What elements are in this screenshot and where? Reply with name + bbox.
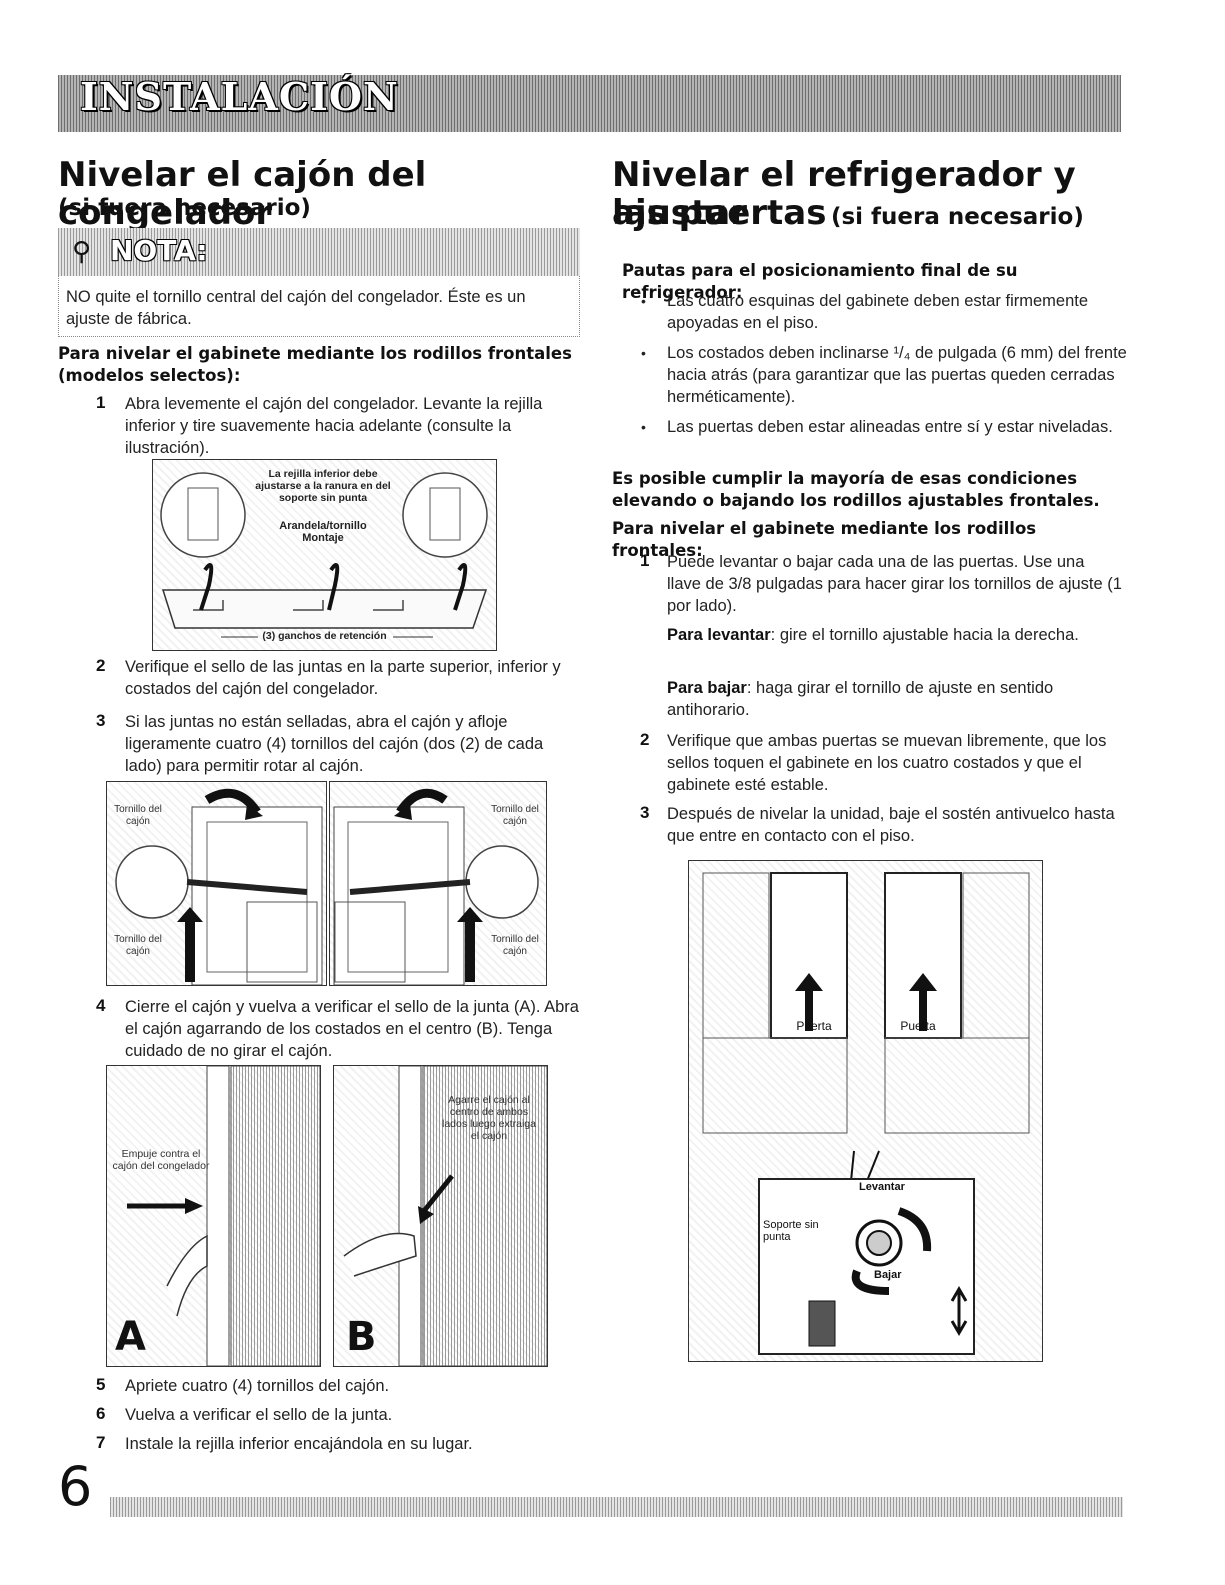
pushpin-icon: ⚲	[72, 236, 92, 266]
grab-label: Agarre el cajón al centro de ambos lados…	[442, 1094, 536, 1142]
door-leveling-drawing	[702, 872, 1030, 1355]
step-number: 3	[640, 803, 650, 822]
step-text: Después de nivelar la unidad, baje el so…	[667, 805, 1115, 845]
section-title: INSTALACIÓN	[80, 74, 399, 119]
raise-text: : gire el tornillo ajustable hacia la de…	[770, 626, 1079, 644]
step-number: 2	[640, 730, 650, 749]
step-text: Abra levemente el cajón del congelador. …	[125, 395, 543, 457]
step-number: 6	[96, 1404, 106, 1423]
right-title-line2: las puertas	[612, 193, 827, 233]
drawer-right-drawing	[333, 788, 539, 985]
right-title-line1: Nivelar el refrigerador y ajustar	[612, 155, 1076, 233]
step-text: Cierre el cajón y vuelva a verificar el …	[125, 998, 579, 1060]
guideline-bullet: Las puertas deben estar alineadas entre …	[641, 416, 1127, 438]
right-title-line2-row: las puertas (si fuera necesario)	[612, 194, 1172, 232]
note-label: NOTA:	[110, 234, 208, 267]
label-b: B	[346, 1314, 377, 1360]
step-number: 7	[96, 1433, 106, 1452]
drawer-left-drawing	[115, 788, 323, 985]
left-title: Nivelar el cajón del congelador	[58, 155, 427, 233]
drawer-screw-left-illustration: Tornillo del cajón Tornillo del cajón	[106, 781, 327, 986]
page-number: 6	[58, 1455, 93, 1518]
door-leveling-illustration: Puerta Puerta Levantar Bajar Soporte sin…	[688, 860, 1043, 1362]
push-drawing	[127, 1066, 320, 1366]
step-number: 3	[96, 711, 106, 730]
step-text: Si las juntas no están selladas, abra el…	[125, 713, 544, 775]
washer-label: Arandela/tornillo Montaje	[279, 520, 367, 544]
lower-label: Bajar	[874, 1269, 902, 1281]
grab-drawer-illustration: Agarre el cajón al centro de ambos lados…	[333, 1065, 548, 1367]
guideline-bullet: Las cuatro esquinas del gabinete deben e…	[641, 290, 1127, 334]
raise-label: Levantar	[859, 1181, 905, 1193]
lower-instruction: Para bajar: haga girar el tornillo de aj…	[667, 677, 1117, 721]
door-label: Puerta	[900, 1019, 936, 1033]
grille-illustration: La rejilla inferior debe ajustarse a la …	[152, 459, 497, 651]
drawer-screw-right-illustration: Tornillo del cajón Tornillo del cajón	[329, 781, 547, 986]
grille-label: La rejilla inferior debe ajustarse a la …	[255, 468, 391, 504]
screw-label: Tornillo del cajón	[114, 934, 162, 957]
door-label: Puerta	[796, 1019, 832, 1033]
label-a: A	[115, 1314, 146, 1360]
section-banner	[58, 75, 1121, 132]
grille-drawing	[160, 472, 488, 638]
push-label: Empuje contra el cajón del congelador	[112, 1148, 210, 1172]
push-drawer-illustration: Empuje contra el cajón del congelador A	[106, 1065, 321, 1367]
note-text: NO quite el tornillo central del cajón d…	[66, 288, 526, 328]
step-text: Verifique el sello de las juntas en la p…	[125, 658, 561, 698]
possible-heading: Es posible cumplir la mayoría de esas co…	[612, 469, 1100, 510]
step-number: 5	[96, 1375, 106, 1394]
step-text: Puede levantar o bajar cada una de las p…	[667, 553, 1122, 615]
note-box: ⚲ NOTA: NO quite el tornillo central del…	[58, 228, 580, 338]
step-number: 1	[96, 393, 106, 412]
raise-instruction: Para levantar: gire el tornillo ajustabl…	[667, 624, 1117, 646]
screw-label: Tornillo del cajón	[491, 934, 539, 957]
hooks-label: (3) ganchos de retención	[262, 630, 387, 642]
left-subtitle: (si fuera necesario)	[58, 195, 311, 221]
rollers-heading: Para nivelar el gabinete mediante los ro…	[612, 519, 1037, 560]
footer-bar	[110, 1497, 1123, 1517]
lower-label: Para bajar	[667, 679, 747, 697]
left-subheading: Para nivelar el gabinete mediante los ro…	[58, 344, 572, 385]
grab-drawing	[343, 1066, 547, 1366]
step-text: Instale la rejilla inferior encajándola …	[125, 1435, 473, 1453]
step-number: 4	[96, 996, 106, 1015]
step-text: Vuelva a verificar el sello de la junta.	[125, 1406, 393, 1424]
step-text: Apriete cuatro (4) tornillos del cajón.	[125, 1377, 390, 1395]
screw-label: Tornillo del cajón	[114, 804, 162, 827]
note-frame	[58, 276, 580, 337]
screw-label: Tornillo del cajón	[491, 804, 539, 827]
step-number: 2	[96, 656, 106, 675]
right-title-suffix: (si fuera necesario)	[830, 204, 1084, 230]
note-header	[58, 228, 580, 276]
step-number: 1	[640, 551, 650, 570]
step-text: Verifique que ambas puertas se muevan li…	[667, 732, 1107, 794]
lower-text: : haga girar el tornillo de ajuste en se…	[667, 679, 1054, 719]
guideline-bullet: Los costados deben inclinarse ¹/₄ de pul…	[641, 342, 1127, 408]
stop-label: Soporte sin punta	[763, 1219, 819, 1243]
raise-label: Para levantar	[667, 626, 771, 644]
